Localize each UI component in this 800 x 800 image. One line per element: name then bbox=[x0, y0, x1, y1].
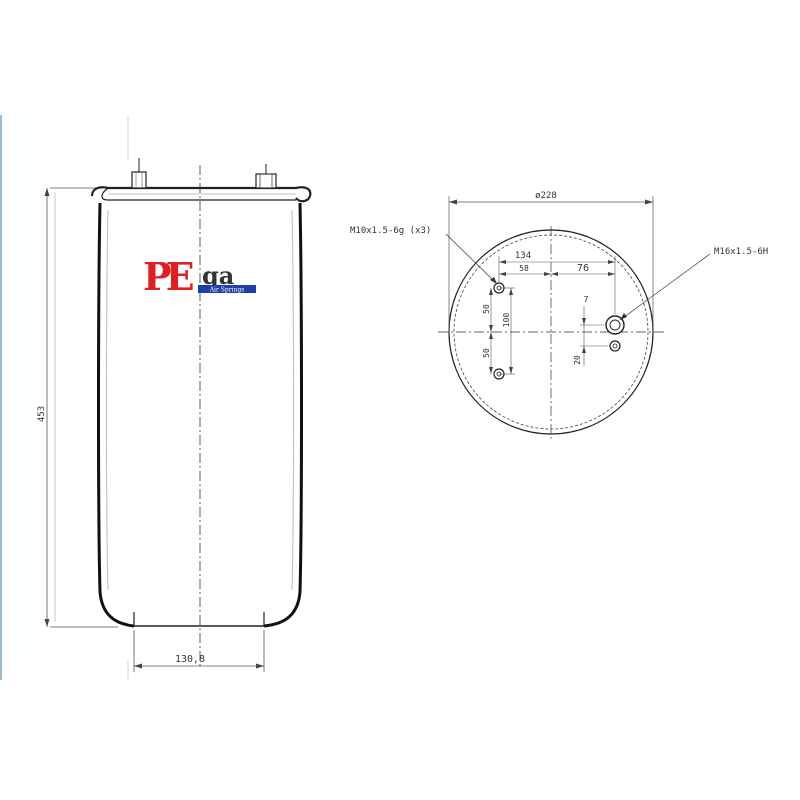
bolt-stud-left bbox=[131, 171, 147, 189]
air-fitting-right bbox=[255, 173, 277, 189]
dim-58-label: 58 bbox=[519, 264, 529, 273]
height-arrow-bottom bbox=[44, 619, 50, 627]
logo-tagline-bar bbox=[198, 285, 256, 293]
bellows-left-inner bbox=[106, 209, 109, 591]
m10-hole-right bbox=[609, 340, 621, 352]
logo-tagline: Air Springs bbox=[209, 287, 245, 294]
dim-76-label: 76 bbox=[577, 263, 589, 274]
thread-m10-label: M10x1.5-6g (x3) bbox=[350, 226, 431, 236]
dim-50-top-label: 50 bbox=[482, 304, 491, 314]
leader-m16 bbox=[619, 253, 711, 321]
logo-letter-p: PE bbox=[143, 254, 194, 299]
outer-diameter-label: ø228 bbox=[535, 191, 557, 201]
m16-port bbox=[605, 315, 625, 335]
leader-m10 bbox=[445, 233, 498, 285]
dim-50-bottom-label: 50 bbox=[482, 348, 491, 358]
bellows-left-wall bbox=[97, 202, 135, 628]
top-plate-lip bbox=[101, 187, 296, 201]
dim-134-label: 134 bbox=[515, 251, 531, 261]
top-plate-outline bbox=[90, 186, 312, 203]
brand-logo: PE ga Air Springs bbox=[143, 254, 256, 299]
bellows-right-inner bbox=[291, 209, 294, 591]
logo-main-letters: PE bbox=[143, 254, 194, 299]
thread-m16-label: M16x1.5-6H bbox=[714, 247, 768, 257]
dim-20-label: 20 bbox=[573, 355, 582, 365]
dim-100-label: 100 bbox=[502, 313, 511, 328]
side-view: 453 130,8 bbox=[37, 158, 312, 672]
bottom-diameter-label: 130,8 bbox=[175, 654, 205, 665]
bellows-right-wall bbox=[263, 202, 303, 628]
height-arrow-top bbox=[44, 188, 50, 196]
top-view: ø228 134 58 76 50 50 bbox=[350, 191, 768, 440]
height-label: 453 bbox=[37, 406, 47, 422]
dim-7-label: 7 bbox=[584, 295, 589, 304]
